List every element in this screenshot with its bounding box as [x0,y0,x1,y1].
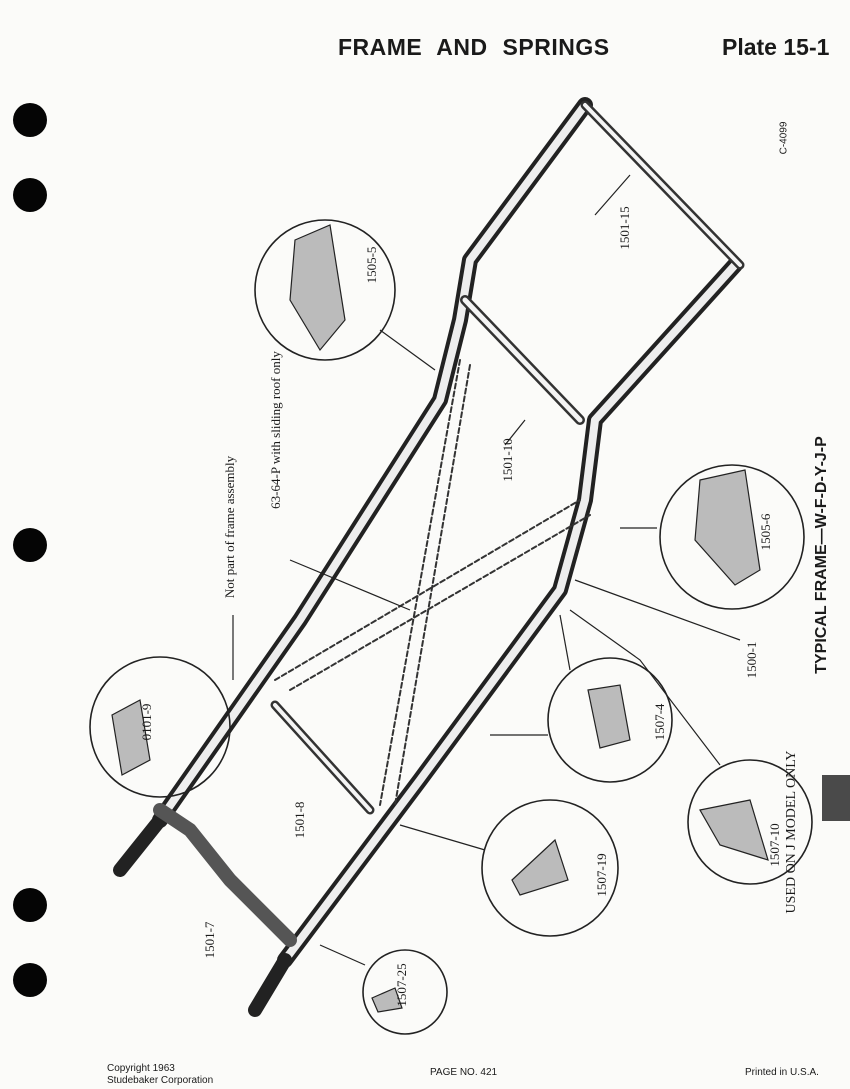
drawing-number: C-4099 [778,121,790,155]
section-tab [822,775,850,821]
detail-circle-1507-4 [547,657,673,783]
side-title: TYPICAL FRAME—W-F-D-Y-J-P [813,436,830,674]
callout-1505-5: 1505-5 [364,246,379,284]
punch-hole [13,103,47,137]
callout-1507-19: 1507-19 [594,853,609,897]
callout-1501-15: 1501-15 [617,206,632,250]
callout-1507-10: 1507-10 [767,823,782,867]
punch-hole [13,963,47,997]
callout-1501-7: 1501-7 [202,921,217,959]
detail-circle-1505-6 [659,464,805,610]
callout-0101-9: 0101-9 [139,703,154,741]
copyright: Copyright 1963 Studebaker Corporation [107,1063,213,1087]
printed-in: Printed in U.S.A. [745,1067,819,1078]
right-frame-rail [277,257,743,968]
crossmember-1501-7 [153,803,297,947]
detail-circle-0101-9 [89,656,231,798]
page-title: FRAME AND SPRINGS [338,34,610,60]
page-number: PAGE NO. 421 [430,1067,498,1078]
callout-1507-4: 1507-4 [652,703,667,741]
copyright-year: Copyright 1963 [107,1063,175,1074]
copyright-company: Studebaker Corporation [107,1075,214,1086]
punch-hole [13,888,47,922]
callout-1501-8: 1501-8 [292,801,307,839]
callout-1505-6: 1505-6 [758,513,773,551]
detail-circle-1507-25 [362,949,448,1035]
note-j-model-only: USED ON J MODEL ONLY [784,750,799,914]
callout-1507-25: 1507-25 [394,963,409,1007]
plate-number: Plate 15-1 [722,34,830,60]
note-sliding-roof: 63-64-P with sliding roof only [268,351,283,509]
detail-circle-1507-10 [687,759,813,885]
note-not-part-of-frame: Not part of frame assembly [222,455,237,599]
punch-hole [13,178,47,212]
detail-circle-1507-19 [481,799,619,937]
callout-1500-1: 1500-1 [744,641,759,679]
callout-1501-10: 1501-10 [500,438,515,482]
punch-hole [13,528,47,562]
detail-circle-1505-5 [254,219,396,361]
